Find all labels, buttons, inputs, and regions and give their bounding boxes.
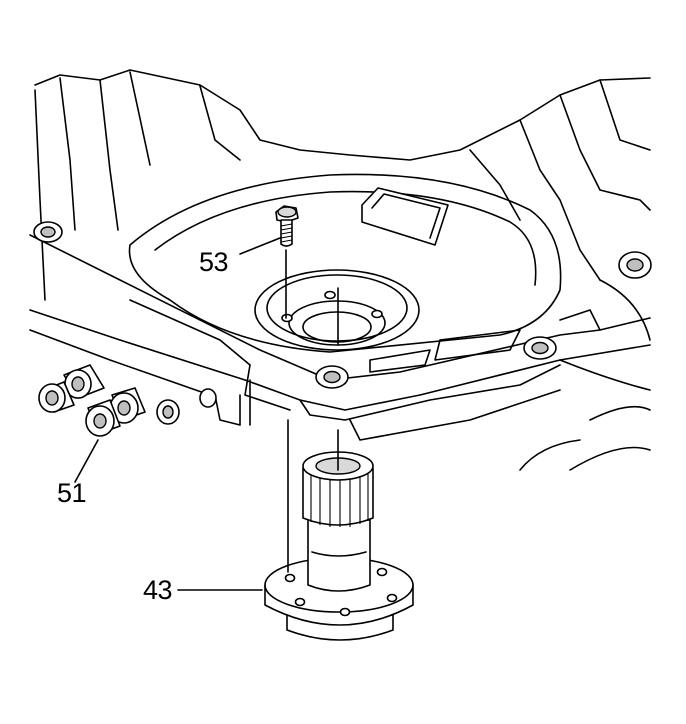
callout-43: 43 bbox=[143, 575, 173, 605]
callout-53: 53 bbox=[199, 247, 229, 277]
bushings-assembly bbox=[38, 364, 217, 437]
bore-outer-ring bbox=[254, 269, 420, 351]
leader-line-51 bbox=[74, 439, 99, 483]
transmission-case bbox=[34, 69, 651, 471]
bell-housing-bowl bbox=[128, 173, 562, 353]
bushing bbox=[63, 364, 105, 399]
case-flange bbox=[29, 221, 652, 441]
bolt bbox=[275, 205, 299, 247]
bushing bbox=[38, 381, 75, 413]
callout-51: 51 bbox=[57, 478, 87, 508]
bushing bbox=[199, 388, 217, 408]
bushing bbox=[156, 399, 180, 425]
bushing bbox=[85, 399, 121, 437]
leader-line-53 bbox=[239, 237, 281, 255]
